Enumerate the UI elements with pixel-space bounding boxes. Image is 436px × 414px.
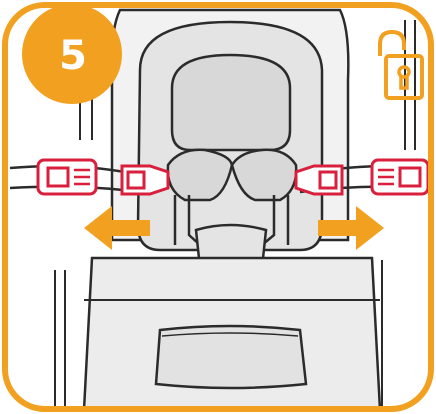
unlocked-padlock-icon — [372, 28, 424, 102]
buckle-outer-right — [372, 160, 428, 194]
step-badge: 5 — [22, 4, 122, 104]
frame-tube-lower-left — [55, 270, 65, 410]
buckle-inner-right — [296, 166, 342, 194]
step-number: 5 — [59, 36, 87, 76]
head-pad — [172, 55, 290, 150]
buckle-outer-left — [38, 160, 96, 194]
buckle-inner-left — [122, 166, 168, 194]
